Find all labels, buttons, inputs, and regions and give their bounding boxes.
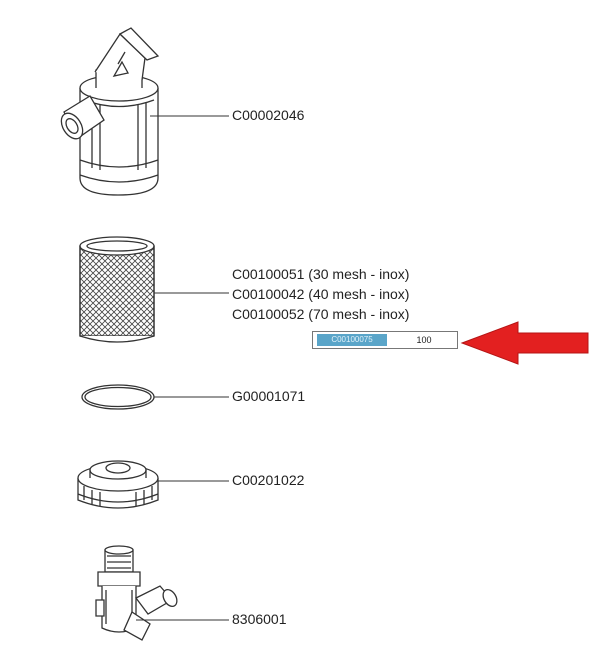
- callout-quantity: 100: [416, 335, 432, 345]
- red-arrow-icon: [460, 321, 589, 365]
- callout-part-code: C00100075: [317, 334, 387, 346]
- mesh-cartridge-drawing: [79, 236, 155, 343]
- filter-housing-drawing: [60, 27, 160, 196]
- part-code-cartridge-70-mesh: C00100052 (70 mesh - inox): [232, 306, 410, 322]
- part-code-o-ring: G00001071: [232, 388, 306, 404]
- part-code-housing: C00002046: [232, 107, 305, 123]
- threaded-cap-drawing: [77, 460, 159, 509]
- part-code-cartridge-30-mesh: C00100051 (30 mesh - inox): [232, 266, 410, 282]
- part-code-cartridge-40-mesh: C00100042 (40 mesh - inox): [232, 286, 410, 302]
- part-code-valve: 8306001: [232, 611, 287, 627]
- o-ring-drawing: [81, 384, 155, 410]
- part-callout-box: C00100075 100: [312, 331, 458, 349]
- drain-valve-drawing: [95, 545, 178, 641]
- part-code-cap: C00201022: [232, 472, 305, 488]
